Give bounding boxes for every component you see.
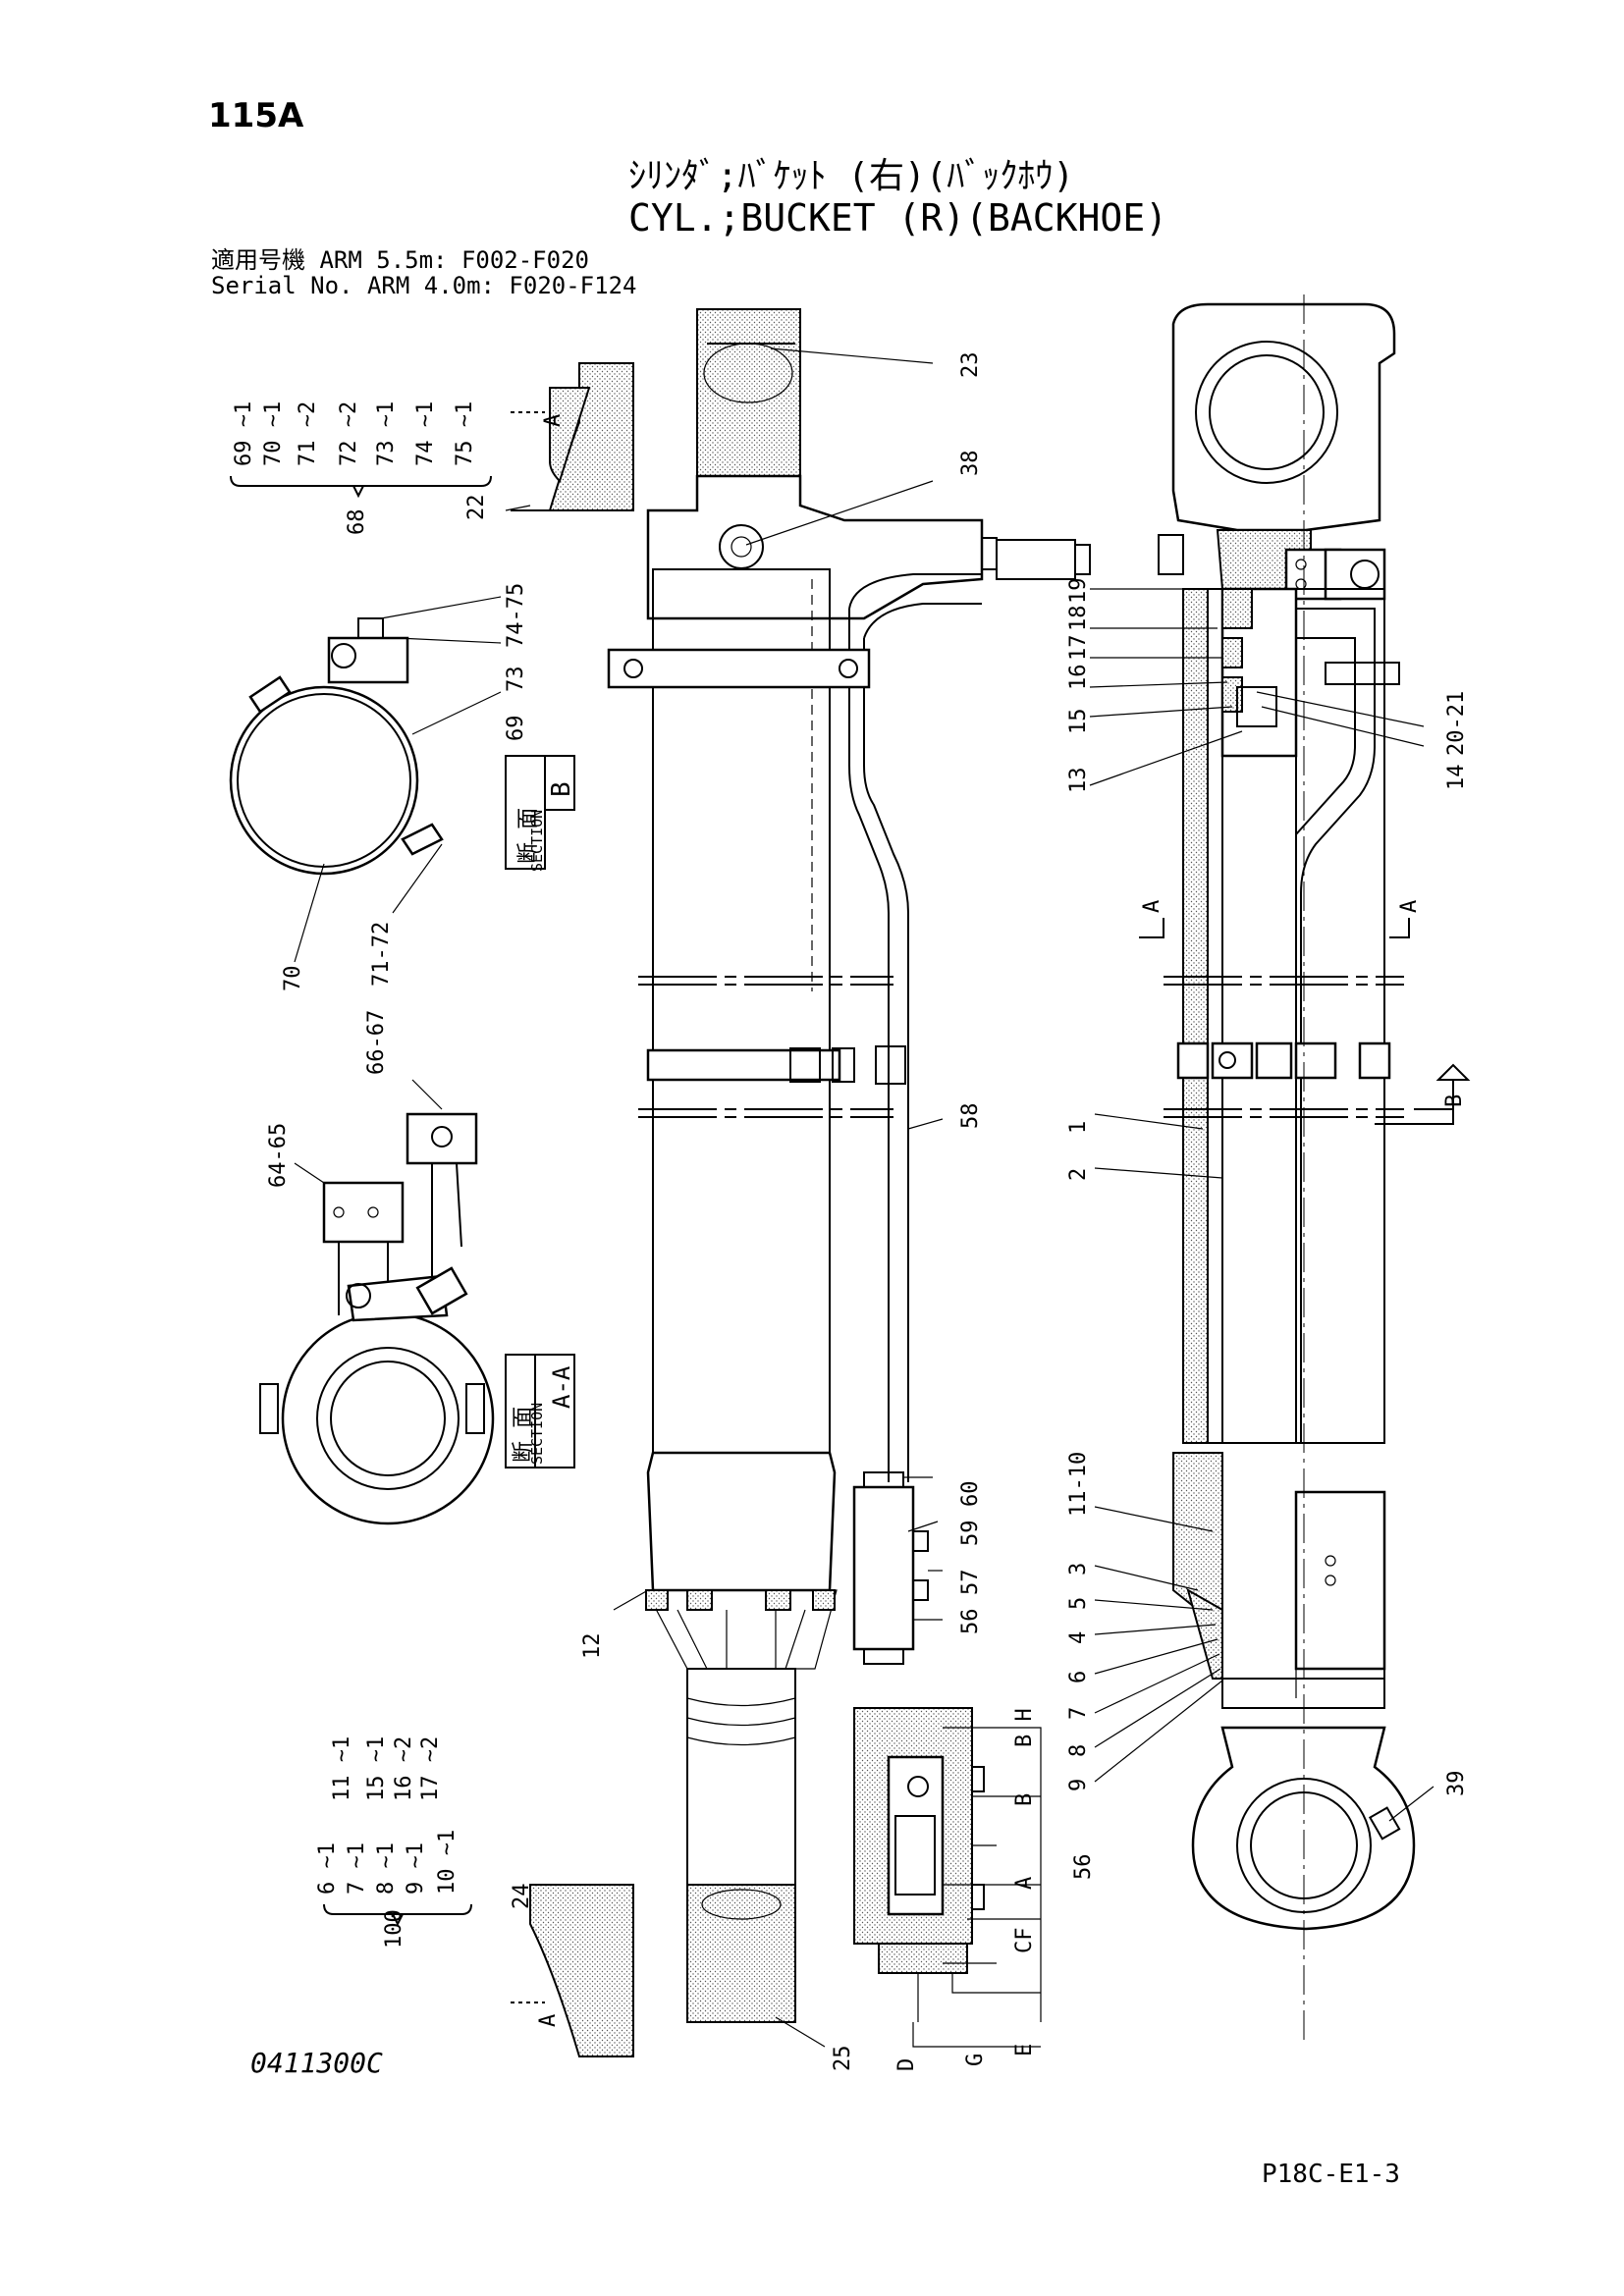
callout-73: 73	[504, 667, 528, 693]
callout-11-10: 11-10	[1066, 1452, 1091, 1517]
section-b-en: SECTION	[528, 810, 546, 872]
callout-17: 17 ~2	[418, 1736, 443, 1801]
port-b: B	[1012, 1793, 1037, 1806]
callout-1: 1	[1066, 1121, 1091, 1134]
callout-38: 38	[958, 451, 983, 477]
port-g: G	[963, 2054, 988, 2066]
seal-view-a-upper: A	[541, 414, 566, 427]
view-markers: A A B A A	[536, 414, 1471, 2027]
callout-14: 14	[1444, 765, 1469, 791]
callout-9: 9 ~1	[404, 1842, 428, 1895]
callout-73a: 73 ~1	[374, 401, 399, 466]
callout-57: 57	[958, 1570, 983, 1596]
serial-applicability: 適用号機 ARM 5.5m: F002-F020 Serial No. ARM …	[211, 247, 636, 298]
callout-22: 22	[464, 495, 489, 521]
callout-74a: 74 ~1	[413, 401, 438, 466]
callout-56b: 56	[1071, 1854, 1096, 1881]
section-aa-detail	[259, 1112, 495, 1525]
callout-25: 25	[831, 2046, 855, 2072]
section-aa-letter: A-A	[548, 1365, 575, 1409]
callout-71a: 71 ~2	[296, 401, 320, 466]
callout-23: 23	[958, 352, 983, 379]
port-d: D	[894, 2058, 919, 2071]
group-braces	[230, 475, 492, 1927]
callout-19: 19	[1066, 578, 1091, 605]
callout-12: 12	[580, 1633, 605, 1660]
callout-16: 16 ~2	[392, 1736, 416, 1801]
callout-58: 58	[958, 1103, 983, 1130]
callout-9r: 9	[1066, 1779, 1091, 1791]
callout-7: 7 ~1	[345, 1842, 369, 1895]
section-b-label: 断 面 SECTION B	[505, 755, 576, 872]
callout-70: 70	[281, 966, 305, 992]
callout-10: 10 ~1	[435, 1830, 460, 1895]
section-b-jp: 断 面	[516, 808, 541, 864]
section-b-clamp-detail	[229, 617, 444, 876]
callout-74-75: 74-75	[504, 583, 528, 648]
callout-13: 13	[1066, 768, 1091, 794]
callout-68: 68	[345, 509, 369, 536]
title-japanese: ｼﾘﾝﾀﾞ;ﾊﾞｹｯﾄ (右)(ﾊﾞｯｸﾎｳ)	[628, 156, 1075, 196]
callout-71-72: 71-72	[369, 922, 394, 987]
callout-60: 60	[958, 1481, 983, 1508]
port-e: E	[1012, 2044, 1037, 2056]
callout-69a: 69 ~1	[232, 401, 256, 466]
seal-view-a-lower: A	[536, 2014, 561, 2027]
callout-15r: 15	[1066, 709, 1091, 735]
callout-6r: 6	[1066, 1671, 1091, 1683]
callout-3: 3	[1066, 1563, 1091, 1575]
port-bh: B H	[1012, 1708, 1037, 1747]
callout-2: 2	[1066, 1168, 1091, 1181]
view-arrow-a-left: A	[1140, 900, 1164, 913]
cylinder-external-view	[607, 308, 1091, 2023]
section-aa-label: 断 面 SECTION A-A	[505, 1354, 575, 1468]
port-a: A	[1012, 1877, 1037, 1890]
section-b-letter: B	[547, 781, 576, 797]
valve-section-detail	[853, 1707, 985, 1974]
sheet-reference: P18C-E1-3	[1262, 2160, 1400, 2189]
callout-7r: 7	[1066, 1707, 1091, 1720]
title-english: CYL.;BUCKET (R)(BACKHOE)	[628, 196, 1168, 240]
seal-detail-lower	[511, 1884, 634, 2057]
view-arrow-b: B	[1442, 1095, 1467, 1107]
callout-70a: 70 ~1	[261, 401, 286, 466]
callout-56: 56	[958, 1609, 983, 1635]
callout-15: 15 ~1	[364, 1736, 389, 1801]
drawing-code: 0411300C	[250, 2047, 383, 2079]
callout-20-21: 20-21	[1444, 691, 1469, 756]
callout-72a: 72 ~2	[337, 401, 361, 466]
leader-lines	[294, 347, 1435, 2048]
callout-11: 11 ~1	[330, 1736, 354, 1801]
callout-24: 24	[510, 1884, 534, 1910]
callout-17r: 17	[1066, 635, 1091, 662]
cylinder-sectional-view	[1158, 294, 1416, 2042]
callout-75a: 75 ~1	[453, 401, 477, 466]
port-cf: CF	[1012, 1928, 1037, 1954]
callout-4: 4	[1066, 1631, 1091, 1644]
callout-69: 69	[504, 716, 528, 742]
callout-5: 5	[1066, 1597, 1091, 1610]
seal-detail-upper	[511, 362, 634, 511]
callout-59: 59	[958, 1521, 983, 1547]
callout-6: 6 ~1	[315, 1842, 340, 1895]
callout-8: 8 ~1	[374, 1842, 399, 1895]
callout-16r: 16	[1066, 665, 1091, 691]
view-arrow-a-right: A	[1397, 900, 1422, 913]
serial-line-1: 適用号機 ARM 5.5m: F002-F020	[211, 246, 589, 274]
page-number: 115A	[208, 96, 304, 135]
serial-line-2: Serial No. ARM 4.0m: F020-F124	[211, 272, 637, 299]
callout-8r: 8	[1066, 1744, 1091, 1757]
callout-numbers: 23 38 22 68 69 ~1 70 ~1 71 ~2 72 ~2 73 ~…	[232, 352, 1469, 2072]
section-aa-jp: 断 面	[512, 1407, 536, 1463]
callout-64-65: 64-65	[266, 1123, 291, 1188]
section-aa-en: SECTION	[528, 1403, 546, 1465]
callout-66-67: 66-67	[364, 1010, 389, 1075]
callout-18: 18	[1066, 606, 1091, 632]
callout-39: 39	[1444, 1771, 1469, 1797]
